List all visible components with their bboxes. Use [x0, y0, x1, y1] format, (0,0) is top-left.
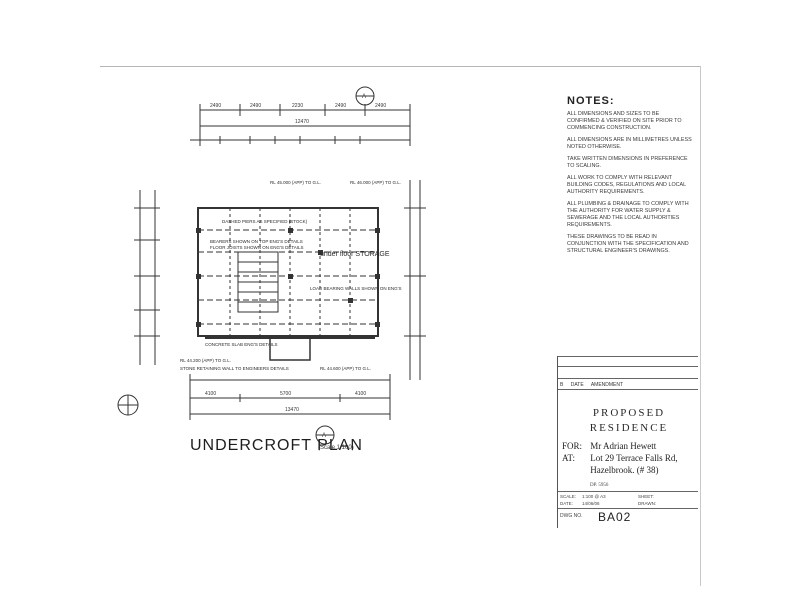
project-title-line: PROPOSED [592, 407, 666, 419]
title-block: B DATE AMENDMENT PROPOSED RESIDENCE FOR:… [557, 356, 698, 528]
for-label: FOR: [562, 441, 583, 451]
meta-block: SCALE: 1:100 @ A3 SHEET: DATE: 14/06/06 … [558, 491, 698, 518]
dwg-row: DWG NO. BA02 [558, 508, 698, 529]
at-label: AT: [562, 453, 576, 463]
plan-svg: 2490 2490 2230 2490 2490 12470 4100 5700… [117, 86, 426, 445]
annotation: BEARERS SHOWN ON TOP ENG'S DETAILS [210, 239, 303, 244]
dim-text: 4100 [205, 391, 216, 397]
annotation: FLOOR JOISTS SHOWN ON ENG'S DETAILS [210, 245, 304, 250]
revision-header: B DATE AMENDMENT [560, 382, 629, 388]
section-label: A [362, 94, 366, 100]
annotation: LOAD BEARING WALLS SHOWN ON ENG'S [310, 286, 401, 291]
note-item: ALL DIMENSIONS ARE IN MILLIMETRES UNLESS… [567, 137, 692, 150]
annotation: RL 44.200 (APP) TO G.L. [180, 358, 231, 363]
sheet-label: SHEET: [638, 494, 654, 499]
annotation: DASHED PIERS AS SPECIFIED (STOCK) [222, 219, 308, 224]
dim-text-overall-bottom: 13470 [285, 407, 299, 413]
client-name: Mr Adrian Hewett [590, 441, 657, 451]
plan-title: UNDERCROFT PLAN [190, 437, 363, 454]
date-value: 14/06/06 [582, 501, 600, 506]
notes-heading: NOTES: [567, 95, 615, 107]
rev-col-label: B [560, 382, 564, 388]
section-label: A [322, 433, 326, 439]
note-item: ALL PLUMBING & DRAINAGE TO COMPLY WITH T… [567, 201, 689, 228]
dim-text: 2230 [292, 103, 303, 109]
rev-col-label: AMENDMENT [590, 382, 624, 388]
address-line: Hazelbrook. (# 38) [590, 465, 659, 475]
notes-panel: NOTES: ALL DIMENSIONS AND SIZES TO BE CO… [567, 95, 692, 260]
rev-col-label: DATE [570, 382, 584, 388]
project-title-line: RESIDENCE [589, 422, 669, 434]
scale-label: SCALE: [560, 494, 577, 499]
date-label: DATE: [560, 501, 573, 506]
annotation: RL 46.000 (APP) TO G.L. [350, 180, 401, 185]
annotation: RL 45.000 (APP) TO G.L. [270, 180, 321, 185]
project-title: PROPOSED RESIDENCE [570, 406, 688, 436]
address-line: Lot 29 Terrace Falls Rd, [590, 453, 678, 463]
dim-text: 2490 [210, 103, 221, 109]
scale-value: 1:100 @ A3 [582, 494, 606, 499]
dwg-label: DWG NO. [560, 513, 583, 519]
annotation: STONE RETAINING WALL TO ENGINEERS DETAIL… [180, 366, 289, 371]
dim-text-overall-top: 12470 [295, 119, 309, 125]
sheet-right-edge [700, 66, 701, 586]
annotation: CONCRETE SLAB ENG'S DETAILS [205, 342, 278, 347]
dim-text: 5700 [280, 391, 291, 397]
dim-text: 2490 [335, 103, 346, 109]
address-row: Hazelbrook. (# 38) [562, 465, 658, 475]
address-row: AT: Lot 29 Terrace Falls Rd, [562, 453, 678, 463]
note-item: ALL DIMENSIONS AND SIZES TO BE CONFIRMED… [567, 111, 682, 131]
note-item: THESE DRAWINGS TO BE READ IN CONJUNCTION… [567, 234, 689, 254]
dwg-number: BA02 [598, 510, 632, 524]
annotation: RL 44.600 (APP) TO G.L. [320, 366, 371, 371]
dim-text: 2490 [375, 103, 386, 109]
sheet-top-edge [100, 66, 700, 67]
note-item: TAKE WRITTEN DIMENSIONS IN PREFERENCE TO… [567, 156, 688, 169]
drawn-label: DRAWN: [638, 501, 657, 506]
room-label-storage: under floor STORAGE [320, 251, 390, 258]
dim-text: 2490 [250, 103, 261, 109]
pier-markers [196, 228, 380, 327]
note-item: ALL WORK TO COMPLY WITH RELEVANT BUILDIN… [567, 175, 686, 195]
plan-scale: (Scale 1:100) [318, 445, 354, 451]
dim-text: 4100 [355, 391, 366, 397]
undercroft-plan-drawing: 2490 2490 2230 2490 2490 12470 4100 5700… [110, 80, 550, 520]
building-outline [197, 207, 379, 337]
client-row: FOR: Mr Adrian Hewett [562, 441, 656, 451]
dp-number: DP. 5956 [590, 483, 609, 488]
